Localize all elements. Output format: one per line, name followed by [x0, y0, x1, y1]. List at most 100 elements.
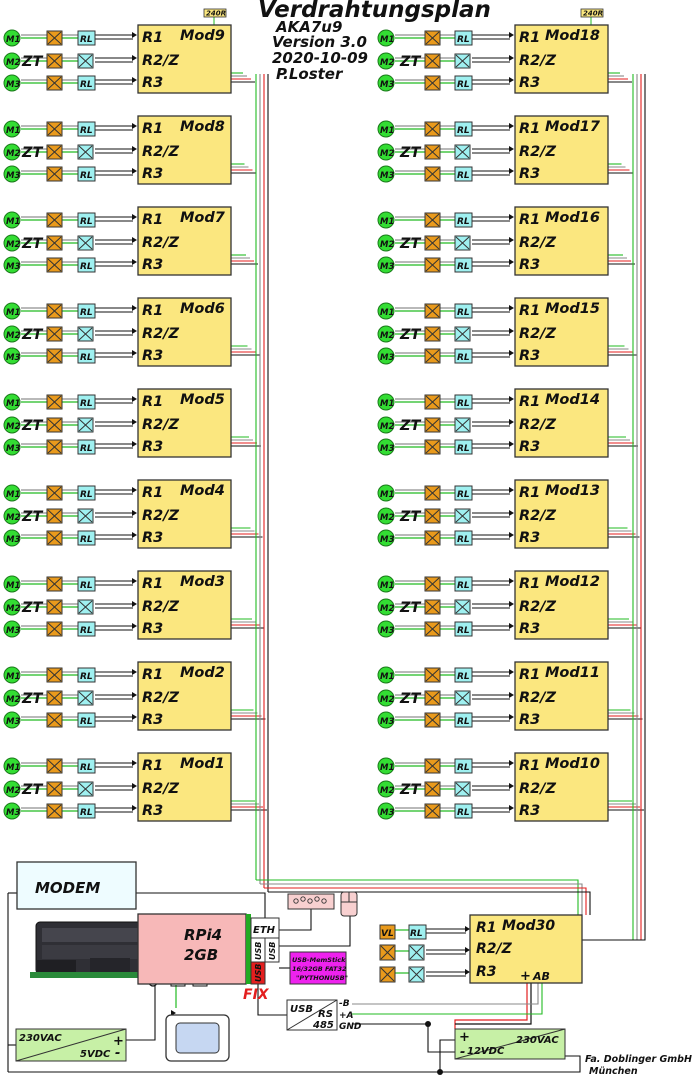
usb-stick	[289, 951, 347, 985]
mod2-motor-2	[3, 689, 21, 707]
mod17-motor-3	[377, 165, 395, 183]
mod16-motor-2	[377, 234, 395, 252]
mod15-valve-1	[424, 303, 441, 319]
mod9-relay-2	[77, 53, 94, 69]
mod5-box	[137, 388, 232, 458]
mod14-pin-r3: R3	[519, 439, 540, 455]
mod4-arrow-3	[132, 532, 137, 538]
mod10-motor-2-label: M2	[380, 786, 394, 796]
mod10-relay-1	[454, 758, 473, 774]
mod8-valve-1	[46, 121, 63, 137]
mod5-motor-3	[3, 438, 21, 456]
mod12-relay-2	[454, 599, 471, 615]
mod6-motor-2-label: M2	[6, 331, 20, 341]
diagram-subtitle-line-4: P.Loster	[276, 65, 344, 83]
mod8-title: Mod8	[180, 119, 225, 135]
mod18-resistor-label: 240R	[583, 10, 603, 18]
mod16-relay-label-3: RL	[457, 262, 470, 272]
mod30-bus-plus: +	[520, 969, 531, 984]
usb-to-converter	[257, 984, 287, 1016]
mod3-relay-label-1: RL	[80, 581, 93, 591]
mod4-motor-3	[3, 529, 21, 547]
mod12-pin-r1: R1	[519, 576, 540, 592]
mod8-relay-label-3: RL	[80, 171, 93, 181]
mod9-motor-1	[3, 29, 21, 47]
mod16-pin-r1: R1	[519, 212, 540, 228]
mod3-pin-r3: R3	[142, 621, 163, 637]
mod15-zone-label: ZT	[399, 327, 422, 343]
mod12-pin-r3: R3	[519, 621, 540, 637]
mod13-arrow-2	[509, 510, 514, 516]
rpi-label-line1: RPi4	[184, 926, 222, 944]
mod8-valve-3	[46, 166, 63, 182]
mod8-motor-3	[3, 165, 21, 183]
mod10-motor-1-label: M1	[380, 763, 394, 773]
mod13-box	[514, 479, 609, 549]
mod2-motor-3	[3, 711, 21, 729]
mod8-pin-r3: R3	[142, 166, 163, 182]
mod1-relay-label-1: RL	[80, 763, 93, 773]
mod9-zone-label: ZT	[21, 54, 44, 70]
mod6-pin-r1: R1	[142, 303, 163, 319]
mod14-valve-2	[424, 417, 441, 433]
mod8-motor-1	[3, 120, 21, 138]
mod15-motor-1-label: M1	[380, 308, 394, 318]
mod5-valve-3	[46, 439, 63, 455]
rpi-gpio-strip	[246, 914, 251, 984]
mod8-arrow-2	[132, 146, 137, 152]
mod3-pin-r1: R1	[142, 576, 163, 592]
mod30-relay-2	[408, 944, 425, 961]
mod13-motor-3	[377, 529, 395, 547]
mod3-valve-3	[46, 621, 63, 637]
mod18-box	[514, 24, 609, 94]
mod6-motor-1	[3, 302, 21, 320]
mod1-motor-3-label: M3	[6, 808, 20, 818]
mod13-pin-r1: R1	[519, 485, 540, 501]
mod6-relay-3	[77, 348, 96, 364]
mod12-relay-label-3: RL	[457, 626, 470, 636]
mod6-arrow-3	[132, 350, 137, 356]
mod11-title: Mod11	[545, 665, 600, 681]
mod17-relay-2	[454, 144, 471, 160]
mod5-valve-2	[46, 417, 63, 433]
mod4-title: Mod4	[180, 483, 225, 499]
mod7-relay-label-3: RL	[80, 262, 93, 272]
mod8-arrow-1	[132, 123, 137, 129]
mod16-arrow-1	[509, 214, 514, 220]
mod14-relay-1	[454, 394, 473, 410]
mod2-pin-r1: R1	[142, 667, 163, 683]
mod8-pin-r1: R1	[142, 121, 163, 137]
mod17-motor-2-label: M2	[380, 149, 394, 159]
mod13-arrow-1	[509, 487, 514, 493]
mod5-motor-1	[3, 393, 21, 411]
mod8-relay-label-1: RL	[80, 126, 93, 136]
mod30-relay-3	[408, 966, 425, 983]
mod15-pin-r3: R3	[519, 348, 540, 364]
mod12-arrow-2	[509, 601, 514, 607]
mod1-box	[137, 752, 232, 822]
mod5-relay-1	[77, 394, 96, 410]
mod5-motor-1-label: M1	[6, 399, 20, 409]
usb-to-keyboard	[279, 909, 312, 931]
mod13-pin-r3: R3	[519, 530, 540, 546]
mod14-valve-3	[424, 439, 441, 455]
mod6-motor-1-label: M1	[6, 308, 20, 318]
mod8-motor-1-label: M1	[6, 126, 20, 136]
mod4-valve-2	[46, 508, 63, 524]
mod9-arrow-3	[132, 77, 137, 83]
mod9-box	[137, 24, 232, 94]
mod17-motor-1-label: M1	[380, 126, 394, 136]
mod18-motor-1-label: M1	[380, 35, 394, 45]
mod15-motor-2	[377, 325, 395, 343]
mod9-motor-2-label: M2	[6, 58, 20, 68]
mod2-relay-label-3: RL	[80, 717, 93, 727]
mod15-arrow-2	[509, 328, 514, 334]
mains-live	[8, 1055, 581, 1073]
mod9-valve-2	[46, 53, 63, 69]
mod1-arrow-2	[132, 783, 137, 789]
mod10-motor-3	[377, 802, 395, 820]
mod15-motor-3-label: M3	[380, 353, 394, 363]
mod16-relay-2	[454, 235, 471, 251]
mod14-motor-2-label: M2	[380, 422, 394, 432]
mod3-arrow-1	[132, 578, 137, 584]
